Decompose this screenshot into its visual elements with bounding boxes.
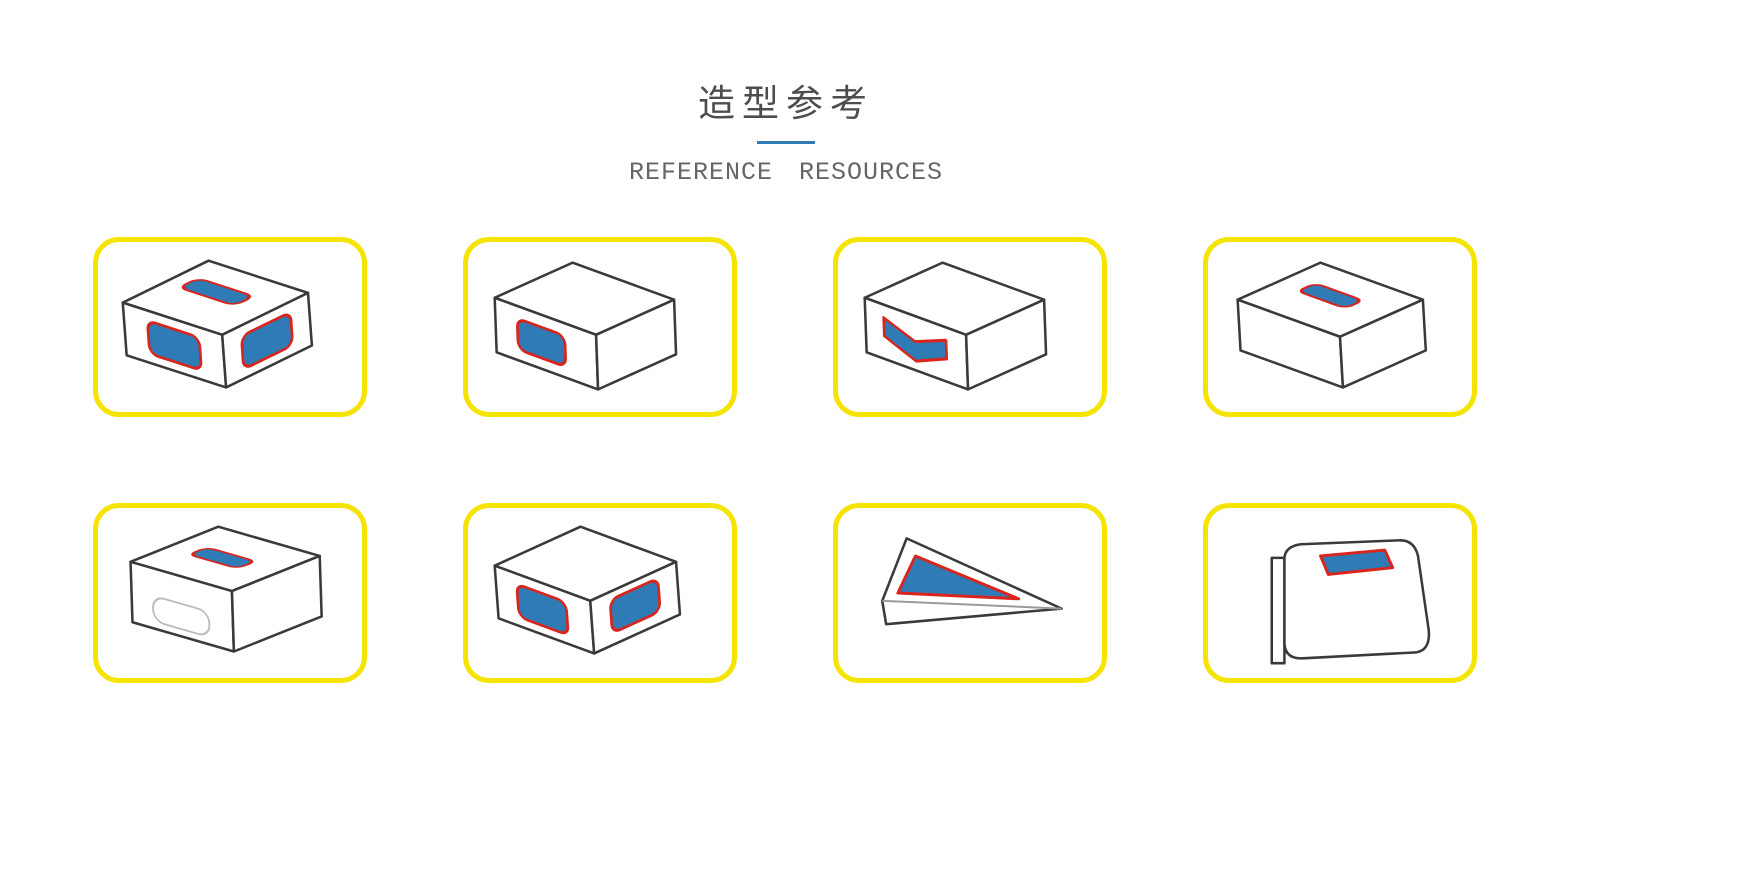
box-top-window-ghost-front-drawing [129, 525, 323, 654]
box-top-window-drawing [1236, 261, 1428, 390]
reference-grid [93, 237, 1479, 684]
box-top-front-side-windows-drawing [121, 259, 314, 390]
title-divider [757, 141, 815, 145]
soft-pack-top-window-flange-drawing [1270, 539, 1431, 665]
reference-card-6 [463, 503, 737, 684]
box-chevron-window-drawing [863, 261, 1048, 392]
page-content: 造型参考 REFERENCE RESOURCES [93, 0, 1479, 684]
box-front-window-drawing [493, 261, 678, 392]
reference-card-3 [833, 237, 1107, 418]
reference-card-8 [1203, 503, 1477, 684]
page-title: 造型参考 [698, 83, 874, 124]
box-front-side-windows-drawing [493, 525, 682, 656]
reference-card-2 [463, 237, 737, 418]
reference-card-4 [1203, 237, 1477, 418]
wedge-triangle-window-drawing [880, 537, 1063, 626]
reference-card-7 [833, 503, 1107, 684]
reference-card-1 [93, 237, 367, 418]
page-subtitle: REFERENCE RESOURCES [628, 158, 944, 188]
reference-card-5 [93, 503, 367, 684]
